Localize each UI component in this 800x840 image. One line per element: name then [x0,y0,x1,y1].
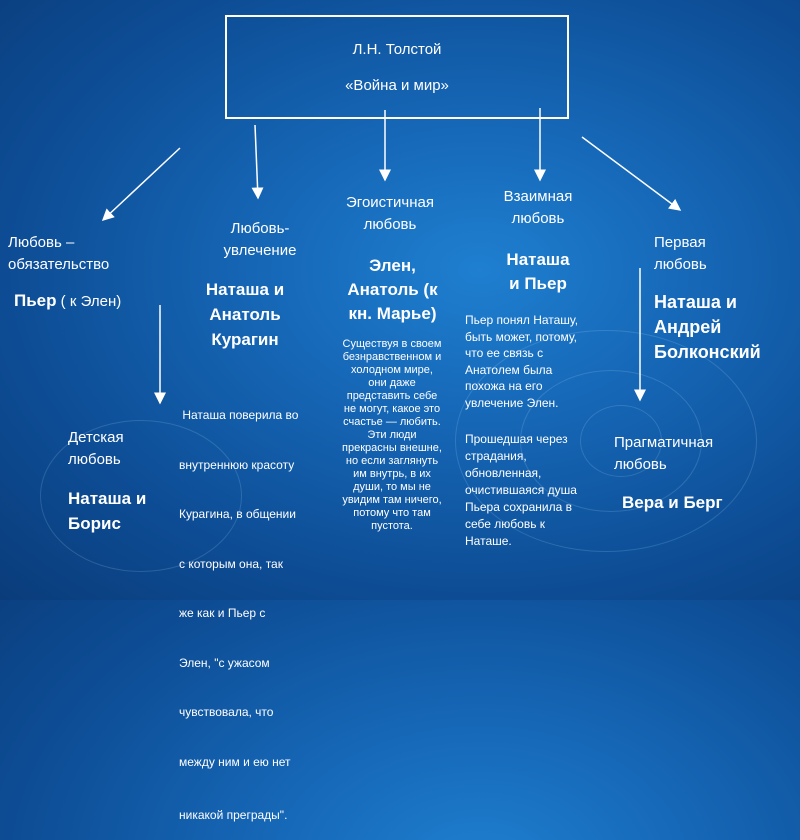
background-ripple [455,330,757,552]
mutual-pair: Наташа и Пьер [506,250,570,293]
arrow-to-first [581,136,682,211]
duty-label: Любовь – обязательство [8,234,110,273]
pragmatic-pair: Вера и Берг [622,493,723,512]
background-ripple [520,370,702,512]
title-box: Л.Н. Толстой «Война и мир» [225,15,569,119]
arrow-to-infatuation [251,124,264,200]
background-ripple [580,405,662,477]
egoistic-label: Эгоистичная любовь [346,194,434,233]
mutual-quote-1: Пьер понял Наташу, быть может, потому, ч… [465,313,579,410]
egoistic-pair: Элен, Анатоль (к кн. Марье) [347,256,438,323]
connector-arrows [101,124,682,405]
first-pair: Наташа и Андрей Болконский [654,292,761,362]
arrow-to-duty [101,147,181,222]
infatuation-label: Любовь- увлечение [223,220,297,259]
childhood-label: Детская любовь [68,429,124,468]
mutual-quote-2: Прошедшая через страдания, обновленная, … [465,432,577,548]
first-label: Первая любовь [654,234,707,273]
pragmatic-label: Прагматичная любовь [614,434,714,473]
background-ripple [40,420,242,572]
title-work: «Война и мир» [345,77,449,94]
title-author: Л.Н. Толстой [352,41,442,58]
infatuation-pair: Наташа и Анатоль Курагин [205,280,285,349]
mutual-label: Взаимная любовь [503,188,573,227]
infatuation-quote: Наташа поверила во внутреннюю красоту Ку… [179,408,299,822]
egoistic-quote: Существуя в своем безнравственном и холо… [342,338,442,532]
childhood-pair: Наташа и Борис [68,489,147,533]
duty-pair: Пьер ( к Элен) [14,291,122,310]
